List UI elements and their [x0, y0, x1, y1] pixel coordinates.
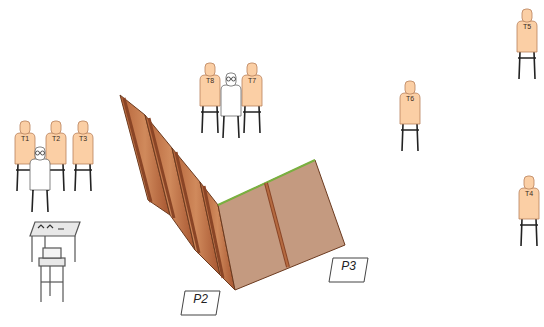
target-silhouette — [72, 120, 94, 164]
target-silhouette — [399, 80, 421, 124]
position-label: P3 — [328, 257, 369, 275]
target: T2 — [45, 120, 67, 164]
target-stands — [16, 52, 538, 246]
target-label: T5 — [516, 23, 538, 30]
wall — [120, 95, 235, 290]
position-label: P2 — [180, 290, 221, 308]
target-silhouette — [241, 62, 263, 106]
target: T5 — [516, 8, 538, 52]
target: T1 — [14, 120, 36, 164]
target-silhouette — [199, 62, 221, 106]
target-silhouette — [14, 120, 36, 164]
target-label: T6 — [399, 95, 421, 102]
target-label: T3 — [72, 135, 94, 142]
target-silhouette — [516, 8, 538, 52]
target-label: T8 — [199, 77, 221, 84]
no-shoot-target — [30, 147, 50, 190]
target-label: T4 — [518, 190, 540, 197]
target-label: T2 — [45, 135, 67, 142]
target: T8 — [199, 62, 221, 106]
no-shoot-target — [221, 73, 241, 116]
target-silhouette — [45, 120, 67, 164]
target-label: T1 — [14, 135, 36, 142]
target: T3 — [72, 120, 94, 164]
target: T4 — [518, 175, 540, 219]
target-label: T7 — [241, 77, 263, 84]
target: T7 — [241, 62, 263, 106]
target: T6 — [399, 80, 421, 124]
target-silhouette — [518, 175, 540, 219]
position-marker: P3 — [328, 257, 369, 283]
position-marker: P2 — [180, 290, 221, 316]
table-and-chair — [30, 222, 80, 302]
floor-panel — [218, 160, 345, 290]
